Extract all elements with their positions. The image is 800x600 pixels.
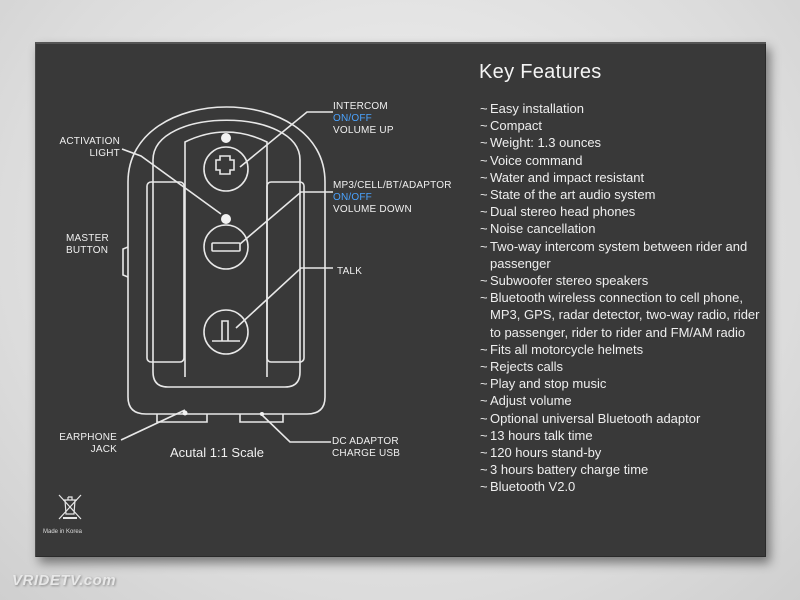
talk-button <box>203 309 249 355</box>
feature-item: 3 hours battery charge time <box>480 461 760 478</box>
dc-connector <box>239 414 284 423</box>
dc-line1: DC ADAPTOR <box>332 436 399 447</box>
right-panel <box>266 181 305 363</box>
master-line1: MASTER <box>66 233 109 244</box>
key-features-title: Key Features <box>479 61 602 83</box>
feature-item: 13 hours talk time <box>480 427 760 444</box>
feature-item: Dual stereo head phones <box>480 203 760 220</box>
feature-item: Bluetooth wireless connection to cell ph… <box>480 289 760 341</box>
intercom-onoff: ON/OFF <box>333 113 372 124</box>
made-in-korea: Made in Korea <box>43 529 83 535</box>
plus-button <box>203 146 249 192</box>
activation-leader <box>121 148 222 215</box>
watermark-logo: VRIDETV.com <box>12 572 117 589</box>
talk-leader <box>235 267 333 329</box>
activation-light-top <box>221 133 231 143</box>
talk-label: TALK <box>337 266 363 277</box>
intercom-label: INTERCOM ON/OFF VOLUME UP <box>333 101 394 137</box>
feature-item: Compact <box>480 117 760 134</box>
master-button-label: MASTER BUTTON <box>66 233 109 257</box>
master-button-shape <box>122 246 129 278</box>
earphone-jack-label: EARPHONE JACK <box>55 432 117 456</box>
key-features-list: Easy installationCompactWeight: 1.3 ounc… <box>480 100 760 496</box>
scale-caption: Acutal 1:1 Scale <box>170 445 264 460</box>
center-column <box>184 131 268 377</box>
feature-item: Subwoofer stereo speakers <box>480 272 760 289</box>
feature-item: Rejects calls <box>480 358 760 375</box>
earphone-leader <box>120 409 186 441</box>
activation-line2: LIGHT <box>89 148 120 159</box>
activation-light-mid <box>221 214 231 224</box>
mp3-label: MP3/CELL/BT/ADAPTOR ON/OFF VOLUME DOWN <box>333 180 452 216</box>
device-inner-face <box>152 119 301 388</box>
minus-button <box>203 224 249 270</box>
master-line2: BUTTON <box>66 245 109 256</box>
feature-item: Weight: 1.3 ounces <box>480 134 760 151</box>
dc-line2: CHARGE USB <box>332 448 401 459</box>
earphone-line1: EARPHONE <box>59 432 117 443</box>
mp3-leader <box>239 191 333 245</box>
feature-item: Adjust volume <box>480 392 760 409</box>
feature-item: Noise cancellation <box>480 220 760 237</box>
feature-item: Fits all motorcycle helmets <box>480 341 760 358</box>
intercom-volume-up: VOLUME UP <box>333 125 394 136</box>
activation-line1: ACTIVATION <box>59 136 120 147</box>
mp3-title: MP3/CELL/BT/ADAPTOR <box>333 180 452 191</box>
mp3-onoff: ON/OFF <box>333 192 372 203</box>
mp3-volume-down: VOLUME DOWN <box>333 204 412 215</box>
earphone-connector <box>156 414 208 423</box>
left-panel <box>146 181 185 363</box>
device-diagram <box>120 106 333 443</box>
feature-item: Optional universal Bluetooth adaptor <box>480 410 760 427</box>
dc-adaptor-label: DC ADAPTOR CHARGE USB <box>332 436 400 460</box>
feature-item: 120 hours stand-by <box>480 444 760 461</box>
earphone-line2: JACK <box>90 444 117 455</box>
weee-crossed-bin-icon <box>58 494 82 520</box>
device-outline <box>127 106 326 415</box>
activation-light-label: ACTIVATION LIGHT <box>58 136 120 160</box>
dc-leader <box>259 412 331 443</box>
feature-item: Play and stop music <box>480 375 760 392</box>
feature-item: State of the art audio system <box>480 186 760 203</box>
intercom-title: INTERCOM <box>333 101 388 112</box>
feature-item: Bluetooth V2.0 <box>480 478 760 495</box>
feature-item: Easy installation <box>480 100 760 117</box>
feature-item: Two-way intercom system between rider an… <box>480 238 760 272</box>
feature-item: Water and impact resistant <box>480 169 760 186</box>
feature-item: Voice command <box>480 152 760 169</box>
intercom-leader <box>239 111 333 168</box>
